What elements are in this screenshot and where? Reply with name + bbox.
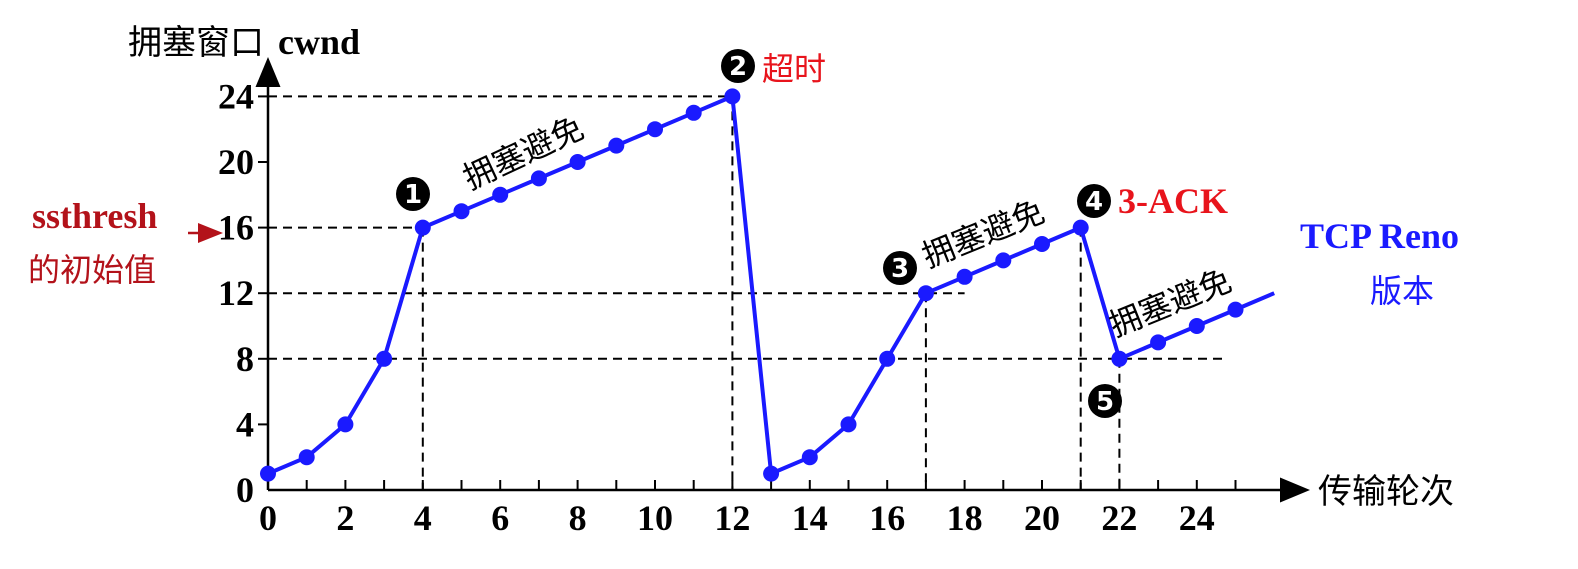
marker-5-number: 5 [1096, 387, 1114, 417]
series-point [1188, 318, 1205, 334]
y-tick-label: 16 [218, 208, 254, 248]
series-point [840, 416, 857, 433]
y-tick-label: 20 [218, 142, 254, 182]
x-tick-label: 8 [569, 498, 587, 538]
marker-3-circle [883, 251, 917, 285]
x-tick-label: 22 [1101, 498, 1137, 538]
marker-5: 5 [1088, 384, 1122, 418]
marker-2: 2 [721, 49, 755, 83]
x-tick-label: 6 [491, 498, 509, 538]
y-tick-label: 4 [236, 404, 254, 444]
series-point [453, 203, 470, 220]
guide-lines [268, 95, 1228, 490]
congestion-avoidance-label-3: 拥塞避免 [1104, 261, 1237, 344]
marker-3-number: 3 [891, 254, 909, 284]
marker-2-number: 2 [729, 52, 747, 82]
series-point [1227, 301, 1244, 318]
y-axis-title: 拥塞窗口 cwnd [128, 22, 360, 63]
series-point [608, 137, 625, 154]
series-point [492, 186, 509, 203]
x-tick-label: 24 [1179, 498, 1215, 538]
series-point [530, 170, 547, 187]
x-tick-label: 2 [336, 498, 354, 538]
x-tick-label: 20 [1024, 498, 1060, 538]
y-tick-label: 0 [236, 470, 254, 510]
series-point [569, 154, 586, 170]
x-tick-label: 16 [869, 498, 905, 538]
marker-3: 3 [883, 251, 917, 285]
series-point [995, 252, 1012, 269]
version-label-2: 版本 [1370, 272, 1434, 310]
series-point [298, 449, 315, 466]
ssthresh-label-2: 的初始值 [28, 251, 156, 289]
axes [255, 57, 1310, 503]
marker-4-number: 4 [1085, 187, 1103, 217]
series-point [879, 350, 896, 367]
x-tick-label: 0 [259, 498, 277, 538]
series-point [1150, 334, 1167, 351]
y-axis-title-var: cwnd [278, 22, 360, 62]
series-point [1034, 236, 1050, 252]
series-point [801, 449, 818, 466]
series-point [414, 219, 431, 236]
series-point [1072, 219, 1089, 236]
x-tick-label: 18 [947, 498, 983, 538]
timeout-label: 超时 [762, 50, 826, 88]
series-point [685, 104, 702, 121]
series-point [337, 416, 354, 433]
series-point [647, 121, 663, 138]
x-tick-label: 10 [637, 498, 673, 538]
y-tick-label: 8 [236, 339, 254, 379]
series-point [1111, 350, 1128, 367]
series-point [763, 465, 780, 482]
series-point [956, 268, 973, 285]
marker-4-circle [1077, 184, 1111, 218]
series-point [376, 350, 393, 367]
y-axis-title-text: 拥塞窗口 [128, 23, 264, 63]
series-point [260, 465, 276, 482]
y-tick-label: 12 [218, 273, 254, 313]
x-axis-title: 传输轮次 [1318, 472, 1454, 512]
y-tick-label: 24 [218, 76, 254, 116]
version-label: TCP Reno [1300, 216, 1459, 256]
x-tick-label: 14 [792, 498, 828, 538]
congestion-avoidance-label-2: 拥塞避免 [917, 192, 1050, 275]
marker-4: 4 [1077, 184, 1111, 218]
three-ack-label: 3-ACK [1118, 181, 1228, 221]
series-line [267, 94, 1275, 476]
marker-5-circle [1088, 384, 1122, 418]
x-tick-label: 12 [714, 498, 750, 538]
series-point [724, 88, 741, 105]
marker-1: 1 [396, 177, 430, 211]
series-point [917, 285, 934, 302]
marker-1-number: 1 [404, 180, 422, 210]
marker-2-circle [721, 49, 755, 83]
ssthresh-label: ssthresh [32, 196, 157, 236]
x-tick-label: 4 [414, 498, 432, 538]
marker-1-circle [396, 177, 430, 211]
series-layer [260, 88, 1275, 482]
